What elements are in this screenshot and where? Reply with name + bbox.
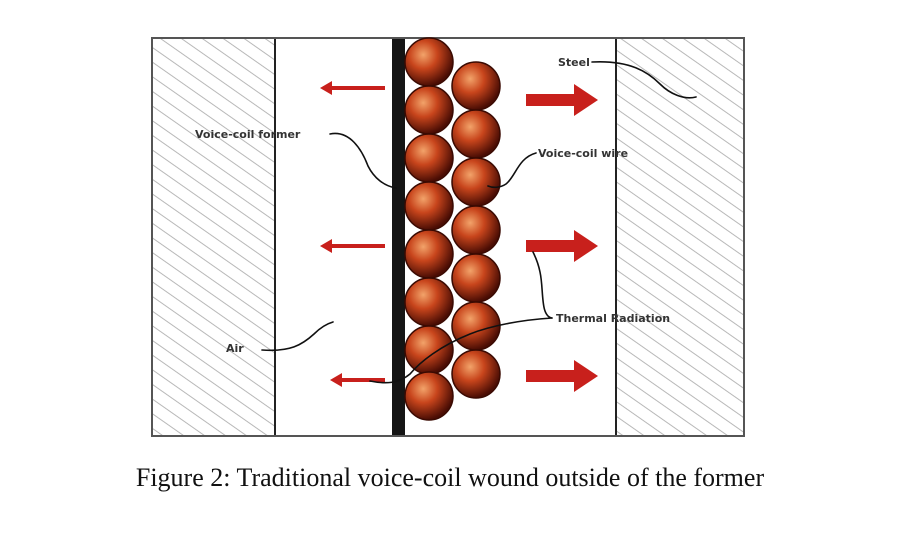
air-label: Air — [226, 342, 244, 355]
wire-turn-outer — [451, 205, 501, 255]
right-arrow-middle — [526, 230, 598, 262]
voice-coil-wire-label: Voice-coil wire — [538, 147, 628, 160]
wire-turn-inner — [404, 37, 454, 87]
wire-turn-outer — [451, 349, 501, 399]
wire-turn-inner — [404, 277, 454, 327]
air-leader — [261, 321, 334, 352]
wire-turn-inner — [404, 85, 454, 135]
voice-coil-wire-stack — [404, 37, 501, 421]
wire-turn-inner — [404, 133, 454, 183]
steel-leader — [591, 61, 697, 99]
thermal-radiation-leader-top — [532, 251, 553, 319]
wire-turn-outer — [451, 253, 501, 303]
wire-turn-inner — [404, 181, 454, 231]
voice-coil-former — [392, 39, 405, 435]
wire-turn-outer — [451, 109, 501, 159]
wire-turn-inner — [404, 325, 454, 375]
wire-turn-outer — [451, 61, 501, 111]
left-steel-region — [153, 39, 275, 435]
wire-turn-outer — [451, 157, 501, 207]
thermal-radiation-leader-mid — [369, 317, 553, 384]
former-leader — [329, 132, 397, 189]
steel-label: Steel — [558, 56, 590, 69]
thermal-radiation-label: Thermal Radiation — [556, 312, 670, 325]
wire-turn-inner — [404, 229, 454, 279]
right-arrow-top — [526, 84, 598, 116]
left-arrow-middle — [320, 239, 385, 253]
figure-caption: Figure 2: Traditional voice-coil wound o… — [135, 463, 765, 492]
left-arrow-bottom — [330, 373, 385, 387]
left-arrow-top — [320, 81, 385, 95]
thermal-arrows — [320, 81, 598, 392]
wire-leader — [487, 152, 537, 189]
right-steel-region — [616, 39, 743, 435]
right-arrow-bottom — [526, 360, 598, 392]
wire-turn-inner — [404, 371, 454, 421]
voice-coil-former-label: Voice-coil former — [195, 128, 301, 141]
